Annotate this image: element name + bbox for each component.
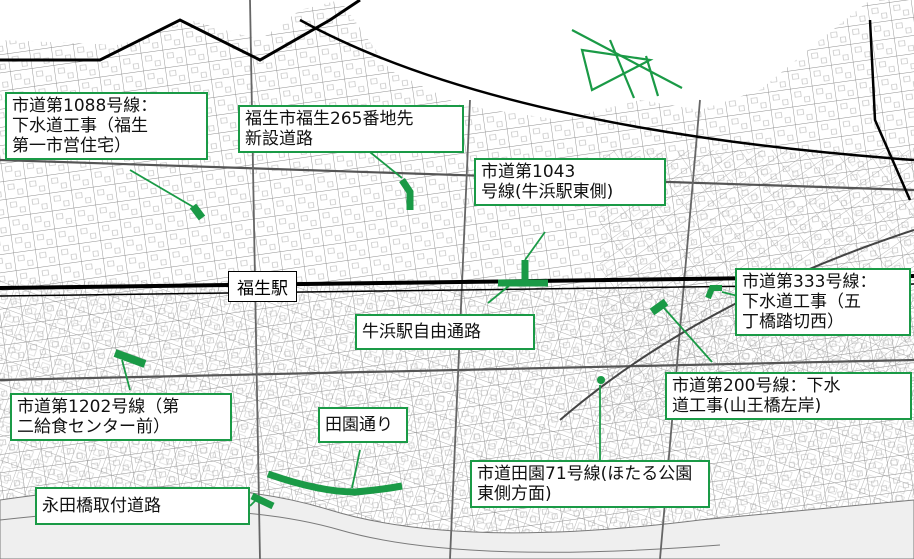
label-line: 市道第1088号線：: [12, 96, 158, 116]
label-road-1088: 市道第1088号線： 下水道工事（福生 第一市営住宅）: [5, 92, 208, 160]
label-line: 永田橋取付道路: [42, 496, 161, 516]
label-line: 田園通り: [325, 415, 393, 435]
label-line: 号線(牛浜駅東側): [481, 182, 614, 202]
label-nagata-bridge: 永田橋取付道路: [35, 487, 250, 525]
label-line: 丁橋踏切西）: [742, 312, 844, 332]
label-line: 市道第333号線：: [742, 272, 877, 292]
label-line: 第一市営住宅）: [12, 136, 131, 156]
station-label-fussa: 福生駅: [228, 271, 297, 302]
label-road-1043: 市道第1043 号線(牛浜駅東側): [474, 158, 666, 206]
north-arrow-icon: [571, 29, 683, 99]
label-road-333: 市道第333号線： 下水道工事（五 丁橋踏切西）: [735, 268, 911, 336]
segment-1202: [113, 349, 147, 368]
point-denen71: [597, 376, 605, 384]
label-denen-dori: 田園通り: [318, 407, 408, 443]
segment-265: [399, 178, 414, 210]
segment-200: [649, 298, 669, 316]
label-line: 新設道路: [245, 129, 313, 149]
label-road-1202: 市道第1202号線（第 二給食センター前）: [10, 393, 232, 441]
segment-denen-dori: [266, 470, 403, 496]
label-line: 市道第200号線：下水: [672, 376, 841, 396]
label-line: 道工事(山王橋左岸): [672, 396, 822, 416]
segment-333: [705, 285, 722, 300]
label-line: 下水道工事（福生: [12, 116, 148, 136]
label-road-265: 福生市福生265番地先 新設道路: [238, 105, 464, 153]
label-line: 市道第1043: [481, 162, 576, 182]
label-ushihama-passage: 牛浜駅自由通路: [355, 314, 535, 350]
label-line: 福生市福生265番地先: [245, 109, 414, 129]
label-line: 下水道工事（五: [742, 292, 861, 312]
segment-1043: [498, 260, 548, 287]
label-line: 二給食センター前）: [17, 417, 170, 437]
label-road-200: 市道第200号線：下水 道工事(山王橋左岸): [665, 372, 912, 420]
label-line: 市道第1202号線（第: [17, 397, 180, 417]
segment-nagata: [250, 492, 275, 510]
label-line: 東側方面): [477, 484, 552, 504]
label-line: 市道田園71号線(ほたる公園: [477, 464, 693, 484]
label-road-denen71: 市道田園71号線(ほたる公園 東側方面): [470, 460, 710, 508]
label-line: 牛浜駅自由通路: [362, 322, 481, 342]
